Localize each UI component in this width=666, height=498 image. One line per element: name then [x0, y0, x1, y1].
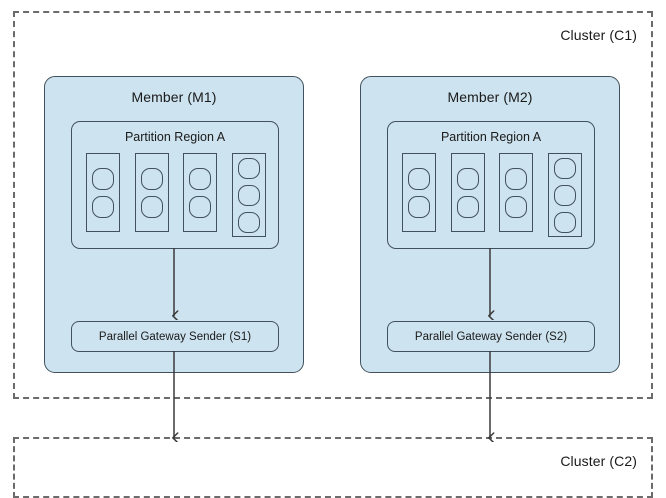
m1-bucket-2-entry-2 — [140, 195, 163, 218]
m1-bucket-4-entry-1 — [237, 157, 260, 179]
m1-bucket-1-entry-1 — [92, 167, 114, 190]
cluster-c2-boundary: Cluster (C2) — [13, 437, 653, 498]
member-m1-title: Member (M1) — [131, 89, 217, 105]
m1-bucket-3[interactable] — [183, 153, 218, 232]
cluster-c1-label: Cluster (C1) — [560, 27, 637, 43]
cluster-c1-boundary: Cluster (C1) — [13, 11, 653, 399]
m1-bucket-1[interactable] — [86, 153, 120, 232]
m1-bucket-4-entry-2 — [237, 184, 260, 206]
m2-bucket-1[interactable] — [402, 153, 436, 232]
m1-bucket-3-entry-1 — [189, 167, 212, 190]
m2-bucket-3-entry-2 — [505, 195, 528, 218]
m1-bucket-3-entry-2 — [189, 195, 212, 218]
m2-partition-region-title: Partition Region A — [440, 130, 542, 144]
m1-bucket-4-entry-3 — [237, 211, 260, 233]
m1-partition-region-title: Partition Region A — [124, 130, 226, 144]
m1-bucket-2[interactable] — [134, 153, 169, 232]
m2-partition-region-box[interactable]: Partition Region A — [387, 121, 595, 249]
member-m1-box[interactable]: Member (M1) Partition Region A — [44, 76, 304, 373]
m2-bucket-2-entry-2 — [456, 195, 479, 218]
member-m2-box[interactable]: Member (M2) Partition Region A — [360, 76, 620, 373]
m1-bucket-1-entry-2 — [92, 195, 114, 218]
m2-bucket-3[interactable] — [499, 153, 534, 232]
m2-bucket-3-entry-1 — [505, 167, 528, 190]
member-m2-title: Member (M2) — [447, 89, 533, 105]
m2-parallel-gateway-sender[interactable]: Parallel Gateway Sender (S2) — [387, 321, 595, 352]
m2-bucket-1-entry-2 — [408, 195, 430, 218]
cluster-c2-label: Cluster (C2) — [560, 453, 637, 469]
m2-bucket-4-entry-1 — [553, 157, 576, 179]
m1-partition-region-box[interactable]: Partition Region A — [71, 121, 279, 249]
m2-bucket-4-entry-2 — [553, 184, 576, 206]
m1-bucket-4[interactable] — [231, 153, 266, 237]
m2-bucket-2-entry-1 — [456, 167, 479, 190]
m1-bucket-2-entry-1 — [140, 167, 163, 190]
m2-bucket-4[interactable] — [547, 153, 582, 237]
m1-parallel-gateway-sender[interactable]: Parallel Gateway Sender (S1) — [71, 321, 279, 352]
m1-bucket-row — [86, 153, 266, 237]
m2-bucket-1-entry-1 — [408, 167, 430, 190]
m2-bucket-row — [402, 153, 582, 237]
m2-bucket-2[interactable] — [450, 153, 485, 232]
m2-bucket-4-entry-3 — [553, 211, 576, 233]
